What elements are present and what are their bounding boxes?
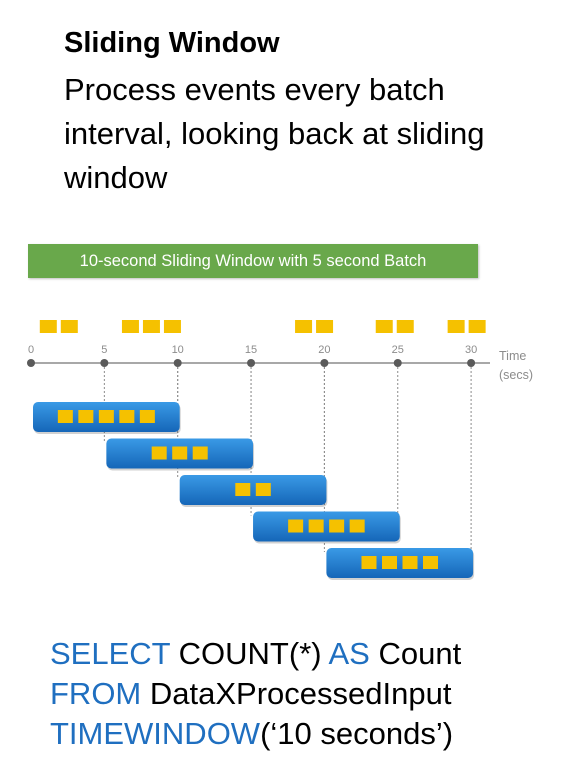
window-event-square (255, 483, 271, 496)
window-event-square (402, 556, 418, 569)
window-event-square (329, 519, 345, 533)
time-ticks: 0 5 10 15 20 25 30 (27, 344, 477, 367)
event-square (121, 320, 139, 333)
description-line: Process events every batch (64, 72, 445, 107)
tick-dot (27, 359, 35, 367)
tick-dot (100, 359, 109, 367)
window-event-square (57, 410, 73, 423)
window-event-square (382, 556, 397, 569)
window-event-square (192, 446, 208, 460)
window-event-square (288, 519, 304, 533)
window-event-square (139, 410, 155, 423)
sql-keyword: TIMEWINDOW (50, 716, 261, 751)
window-event-square (423, 556, 438, 569)
sql-text: DataXProcessedInput (141, 676, 452, 711)
sql-keyword: AS (328, 636, 370, 671)
tick-label: 0 (28, 344, 34, 356)
event-square (447, 320, 465, 333)
window-event-square (78, 410, 94, 423)
window-event-square (172, 446, 188, 460)
slide-description: Process events every batch interval, loo… (64, 68, 564, 200)
window-event-square (151, 446, 167, 460)
description-line: window (64, 160, 168, 195)
tick-label: 25 (392, 344, 404, 356)
tick-label: 20 (318, 344, 330, 356)
window-bar (179, 475, 327, 505)
event-square (316, 320, 334, 333)
window-event-square (361, 556, 377, 569)
sql-text: (‘10 seconds’) (260, 716, 454, 751)
event-square (142, 320, 160, 333)
axis-label-unit: (secs) (499, 368, 533, 382)
sql-line: SELECT COUNT(*) AS Count (50, 634, 461, 674)
window-event-square (349, 519, 365, 533)
tick-dot (247, 359, 256, 367)
tick-dot (173, 359, 182, 367)
slide-heading: Sliding Window (64, 27, 280, 59)
tick-dot (467, 359, 476, 367)
sql-text: COUNT(*) (170, 636, 329, 671)
sql-line: FROM DataXProcessedInput (50, 674, 461, 714)
tick-dot (320, 359, 329, 367)
window-event-square (235, 483, 251, 496)
event-square (60, 320, 78, 333)
event-square (375, 320, 393, 333)
event-square (396, 320, 414, 333)
tick-dot (393, 359, 402, 367)
window-bar (326, 548, 474, 578)
window-event-square (308, 519, 324, 533)
sql-keyword: SELECT (50, 636, 171, 671)
sliding-window-diagram: 0 5 10 15 20 25 30 Time (secs) (27, 320, 533, 580)
event-square (163, 320, 181, 333)
event-square (468, 320, 486, 333)
window-event-square (98, 410, 114, 423)
axis-label-time: Time (499, 349, 526, 363)
sql-query: SELECT COUNT(*) AS Count FROM DataXProce… (50, 634, 461, 754)
tick-label: 10 (172, 344, 184, 356)
windows (33, 402, 475, 580)
window-bar (253, 511, 400, 542)
window-event-square (119, 410, 135, 423)
event-square (39, 320, 57, 333)
incoming-events (39, 320, 486, 333)
tick-label: 5 (101, 344, 107, 356)
event-square (295, 320, 313, 333)
tick-label: 30 (465, 344, 477, 356)
tick-label: 15 (245, 344, 257, 356)
sql-keyword: FROM (50, 676, 142, 711)
sql-line: TIMEWINDOW(‘10 seconds’) (50, 714, 461, 754)
window-banner: 10-second Sliding Window with 5 second B… (28, 244, 478, 278)
description-line: interval, looking back at sliding (64, 116, 485, 151)
sql-text: Count (369, 636, 462, 671)
